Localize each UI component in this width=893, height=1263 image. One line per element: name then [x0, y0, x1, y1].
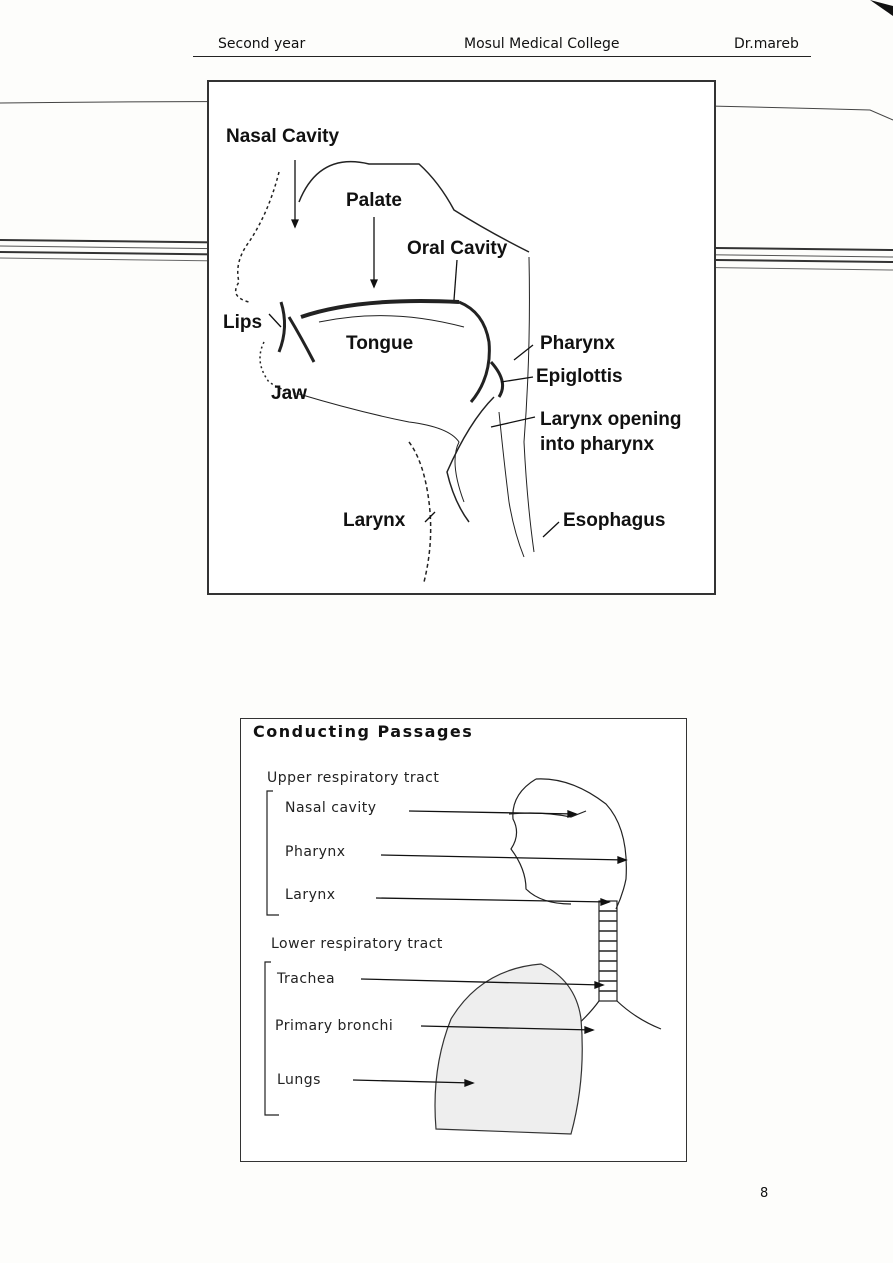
label-into-pharynx: into pharynx	[540, 434, 655, 455]
label-pharynx: Pharynx	[540, 333, 615, 354]
label-lungs: Lungs	[277, 1072, 321, 1088]
label-palate: Palate	[346, 190, 402, 211]
label-primary-bronchi: Primary bronchi	[275, 1018, 394, 1034]
label-pharynx: Pharynx	[285, 844, 346, 860]
page-number: 8	[760, 1186, 769, 1201]
header-college: Mosul Medical College	[464, 36, 620, 52]
header-course: Second year	[218, 36, 306, 52]
label-upper-respiratory-tract: Upper respiratory tract	[267, 770, 440, 786]
label-larynx: Larynx	[343, 510, 406, 531]
label-oral-cavity: Oral Cavity	[407, 238, 508, 259]
label-lips: Lips	[223, 312, 263, 333]
label-nasal-cavity: Nasal cavity	[285, 800, 377, 816]
figure-title: Conducting Passages	[253, 722, 474, 741]
label-nasal-cavity: Nasal Cavity	[226, 126, 340, 147]
label-larynx-opening: Larynx opening	[540, 409, 682, 430]
conducting-passages-drawing	[264, 778, 662, 1135]
label-epiglottis: Epiglottis	[536, 366, 623, 387]
label-esophagus: Esophagus	[563, 510, 666, 531]
label-trachea: Trachea	[277, 971, 336, 987]
label-tongue: Tongue	[346, 333, 414, 354]
conducting-passages-figure: Conducting Passages	[240, 718, 687, 1162]
label-larynx: Larynx	[285, 887, 336, 903]
head-anatomy-drawing	[234, 160, 560, 583]
header-author: Dr.mareb	[734, 36, 799, 52]
label-lower-respiratory-tract: Lower respiratory tract	[271, 936, 443, 952]
label-jaw: Jaw	[271, 383, 307, 404]
head-anatomy-figure: Nasal Cavity Palate Oral Cavity Lips Ton…	[207, 80, 716, 595]
header-rule	[193, 56, 811, 57]
